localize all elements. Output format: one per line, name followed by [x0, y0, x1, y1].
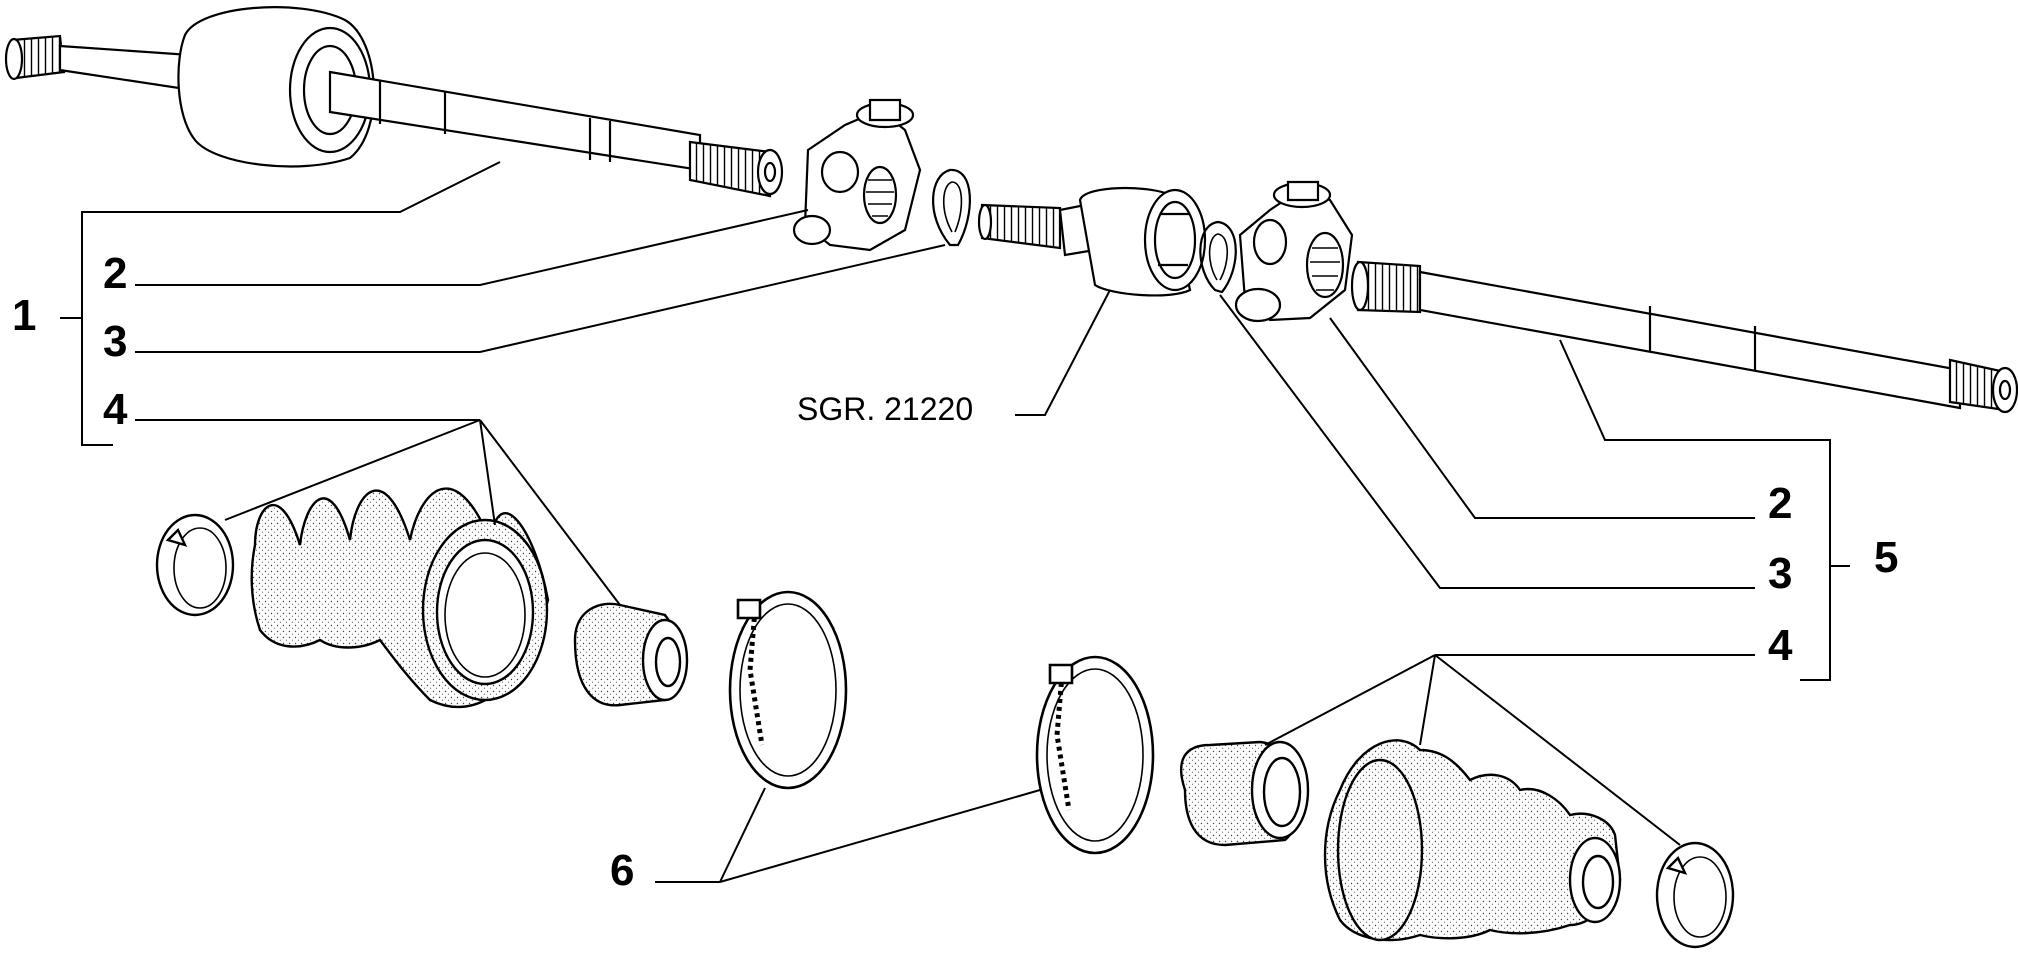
center-tulip-housing: [979, 188, 1205, 295]
right-circlip: [1200, 222, 1235, 292]
left-inner-boot: [575, 604, 687, 706]
leader-lines: [60, 161, 1850, 883]
left-small-clamp: [157, 515, 233, 615]
callout-right-2: 2: [1768, 479, 1792, 528]
left-tripod-joint: [794, 100, 920, 250]
callout-right-4: 4: [1768, 621, 1793, 670]
callout-left-group: 1: [12, 291, 36, 340]
callout-right-group: 5: [1874, 533, 1898, 582]
left-large-clamp: [730, 592, 846, 788]
right-driveshaft: [1352, 262, 2017, 412]
right-small-clamp: [1657, 843, 1733, 947]
left-driveshaft: [6, 7, 782, 196]
left-circlip: [933, 170, 970, 245]
callout-left-3: 3: [103, 317, 127, 366]
callout-left-2: 2: [103, 249, 127, 298]
left-large-boot: [252, 489, 548, 707]
callout-left-4: 4: [103, 385, 128, 434]
right-large-boot: [1325, 740, 1620, 940]
callout-right-3: 3: [1768, 549, 1792, 598]
right-tripod-joint: [1236, 182, 1352, 321]
right-large-clamp: [1037, 657, 1153, 853]
callout-center-ref: SGR. 21220: [797, 391, 973, 427]
callout-clamps: 6: [610, 846, 634, 895]
right-inner-boot: [1181, 742, 1308, 845]
